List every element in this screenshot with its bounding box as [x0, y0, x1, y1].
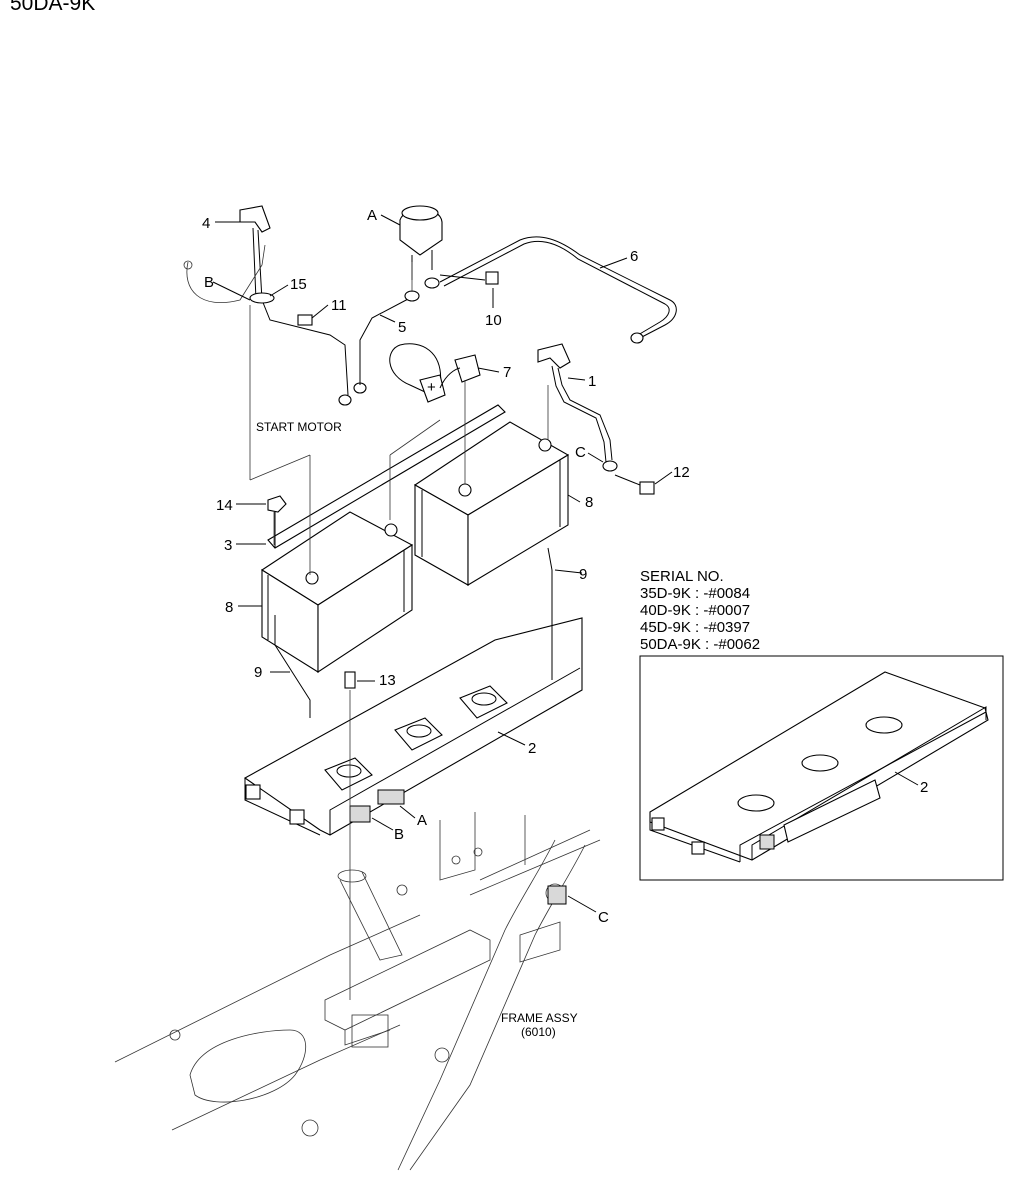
serial-line: 35D-9K : -#0084 [640, 585, 750, 602]
tray-cup [324, 757, 373, 791]
callout-8-right: 8 [585, 494, 593, 511]
callout-8-left: 8 [225, 599, 233, 616]
callout-9-left: 9 [254, 664, 262, 681]
callout-B-clamp: B [204, 274, 214, 291]
serial-line: 40D-9K : -#0007 [640, 602, 750, 619]
frame-assy-drawing [114, 812, 601, 1171]
callout-11: 11 [331, 297, 347, 314]
callout-2: 2 [528, 740, 536, 757]
battery-tray [243, 617, 583, 836]
battery-plus-sign: + [427, 379, 436, 396]
callout-15: 15 [290, 276, 307, 293]
callout-5: 5 [398, 319, 406, 336]
callout-labels: 4 A B 15 11 6 10 5 7 1 + START MOTOR C 1… [202, 207, 928, 1039]
callout-7: 7 [503, 364, 511, 381]
callout-2-inset: 2 [920, 779, 928, 796]
serial-title: SERIAL NO. [640, 568, 724, 585]
frame-assy-code: (6010) [521, 1025, 556, 1039]
hold-down-bar [267, 404, 506, 549]
callout-C-cable: C [575, 444, 586, 461]
callout-4: 4 [202, 215, 210, 232]
callout-13: 13 [379, 672, 396, 689]
callout-C-frame: C [598, 909, 609, 926]
callout-B-tray: B [394, 826, 404, 843]
tray-cup [459, 685, 508, 719]
callout-A-tray: A [417, 812, 427, 829]
start-motor-label: START MOTOR [256, 420, 342, 434]
callout-1: 1 [588, 373, 596, 390]
serial-line: 45D-9K : -#0397 [640, 619, 750, 636]
cables [183, 205, 677, 905]
battery-relay [399, 205, 443, 280]
battery-right [413, 421, 570, 586]
leader-lines [212, 214, 673, 1000]
callout-10: 10 [485, 312, 502, 329]
callout-12: 12 [673, 464, 690, 481]
callout-6: 6 [630, 248, 638, 265]
frame-assy-label: FRAME ASSY [501, 1011, 578, 1025]
serial-inset [639, 655, 1004, 881]
battery-left [260, 511, 414, 674]
page-title: 50DA-9K [10, 0, 96, 15]
tray-cup [394, 717, 443, 751]
callout-14: 14 [216, 497, 233, 514]
callout-9-right: 9 [579, 566, 587, 583]
serial-line: 50DA-9K : -#0062 [640, 636, 760, 653]
callout-3: 3 [224, 537, 232, 554]
serial-number-list: SERIAL NO. 35D-9K : -#0084 40D-9K : -#00… [640, 568, 760, 653]
callout-A-relay: A [367, 207, 377, 224]
